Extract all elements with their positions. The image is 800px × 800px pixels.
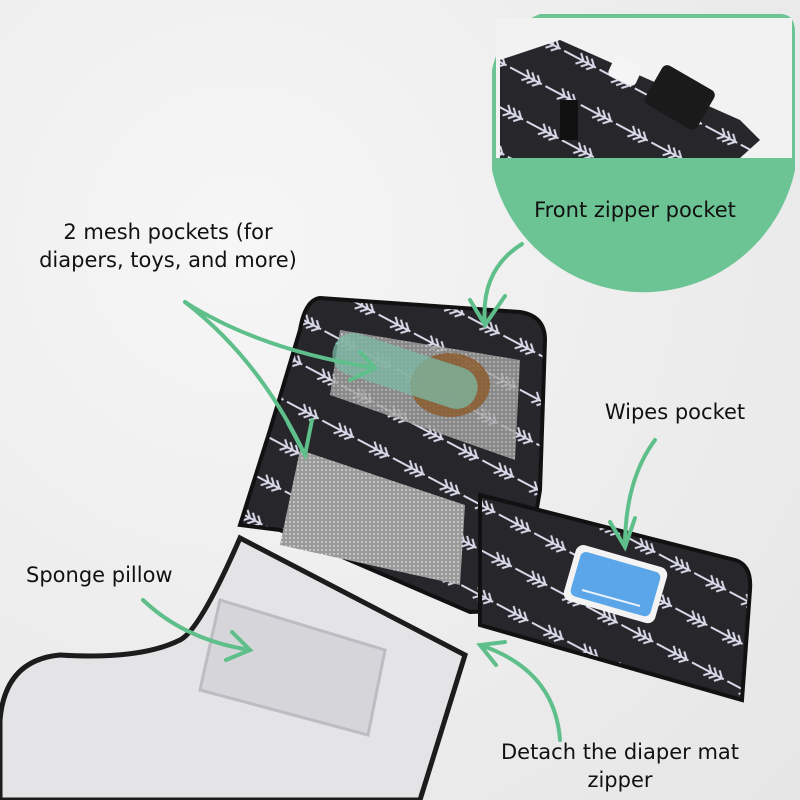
- changing-mat: [0, 534, 469, 800]
- detach-zipper-label: Detach the diaper mat zipper: [460, 738, 780, 794]
- wipes-pocket-label: Wipes pocket: [604, 400, 746, 424]
- mesh-pockets-label-line1: 2 mesh pockets (for: [63, 220, 273, 244]
- mesh-pockets-label-line2: diapers, toys, and more): [39, 248, 297, 272]
- detach-zipper-label-line1: Detach the diaper mat: [500, 740, 739, 764]
- diaper-bag-body: [237, 295, 548, 615]
- callout-arrows: [141, 242, 657, 742]
- arrow-front-pocket: [482, 242, 524, 327]
- sponge-pillow-label: Sponge pillow: [26, 563, 173, 587]
- arrow-wipes: [623, 438, 657, 549]
- arrow-sponge: [141, 598, 252, 652]
- detach-zipper-label-line2: zipper: [587, 768, 653, 792]
- arrow-detach: [478, 643, 562, 742]
- front-pocket-bubble: [492, 14, 795, 293]
- wipes-flap: [478, 492, 753, 703]
- arrow-mesh-upper: [183, 300, 377, 370]
- mesh-pockets-label: 2 mesh pockets (for diapers, toys, and m…: [18, 218, 318, 274]
- front-zipper-pocket-label: Front zipper pocket: [534, 198, 736, 222]
